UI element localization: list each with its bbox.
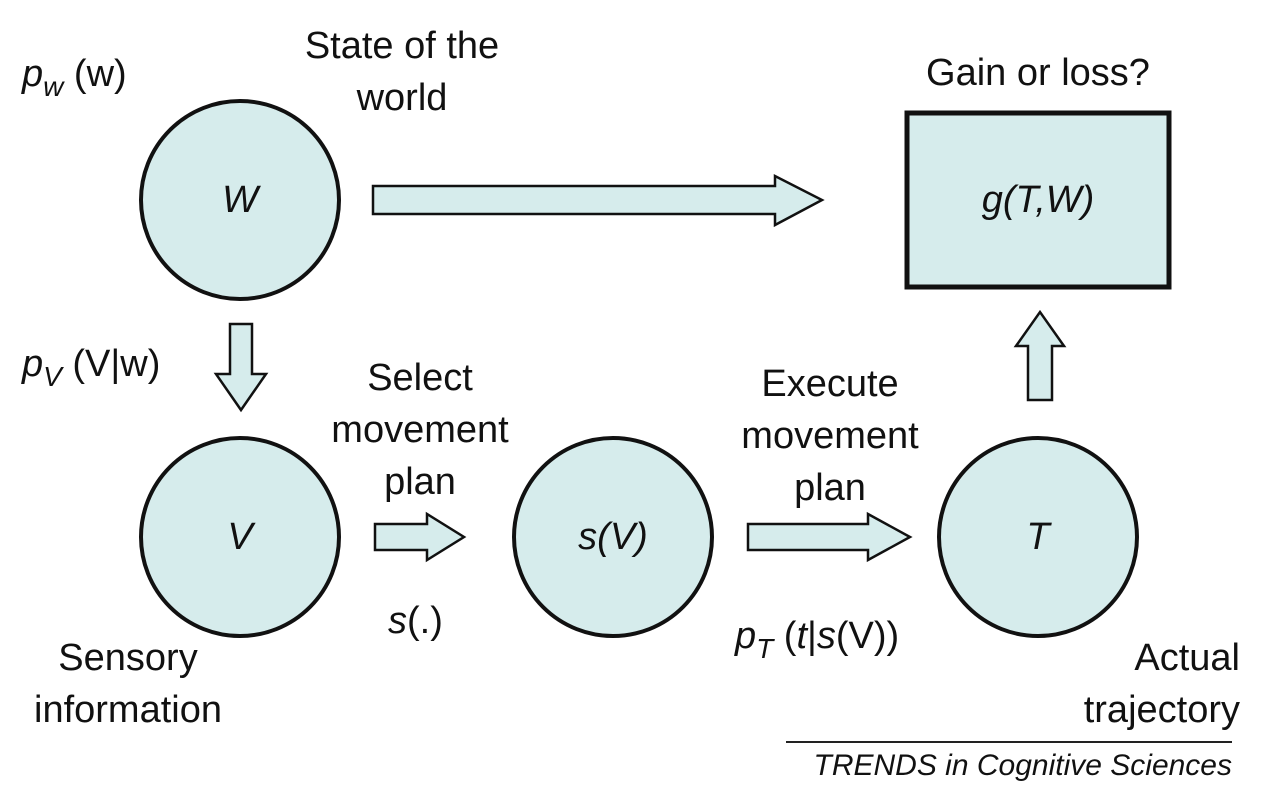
node-s-label: s(V) <box>578 516 648 558</box>
formula-pt-open: ( <box>773 615 797 657</box>
arrow-w-to-v <box>213 322 269 413</box>
formula-pt-s: s <box>816 615 836 657</box>
state-of-world-label: State of the world <box>304 25 500 119</box>
node-t-circle <box>937 436 1139 638</box>
formula-pt-p: p <box>735 615 757 657</box>
node-w-label: W <box>222 179 258 221</box>
formula-pw-rest: (w) <box>63 53 127 95</box>
node-s-circle <box>512 436 714 638</box>
execute-movement-plan-label: Execute movement plan <box>741 363 919 509</box>
formula-pt-bar: | <box>807 615 817 657</box>
arrow-t-to-g <box>1013 309 1067 402</box>
formula-pw-sub: w <box>43 71 64 102</box>
sensory-information-label: Sensory information <box>34 637 222 731</box>
node-v-circle <box>139 436 341 638</box>
node-t-label: T <box>1026 516 1050 558</box>
formula-pv-rest: (V|w) <box>61 343 161 385</box>
formula-pt-sub: T <box>756 633 774 664</box>
formula-pt: pT (t|s(V)) <box>735 610 899 675</box>
arrow-w-to-g <box>371 173 825 228</box>
formula-s-func-rest: (.) <box>407 600 443 642</box>
node-v-label: V <box>227 516 253 558</box>
node-w-circle <box>139 99 341 301</box>
footer-source: TRENDS in Cognitive Sciences <box>813 749 1233 782</box>
footer-rule <box>786 741 1232 743</box>
formula-pw: pw (w) <box>22 48 127 113</box>
formula-pw-p: p <box>22 53 44 95</box>
formula-pv: pV (V|w) <box>22 338 160 403</box>
arrow-v-to-s <box>373 511 467 563</box>
formula-pt-close: (V)) <box>835 615 900 657</box>
formula-pv-sub: V <box>43 361 62 392</box>
node-g-box <box>904 110 1172 290</box>
formula-s-func: s(.) <box>388 595 443 647</box>
formula-s-func-s: s <box>388 600 407 642</box>
gain-or-loss-label: Gain or loss? <box>926 52 1150 94</box>
actual-trajectory-label: Actual trajectory <box>1083 637 1240 731</box>
arrow-s-to-t <box>746 511 913 563</box>
node-g-label: g(T,W) <box>981 179 1095 221</box>
formula-pv-p: p <box>22 343 44 385</box>
select-movement-plan-label: Select movement plan <box>331 357 509 503</box>
formula-pt-t: t <box>796 615 808 657</box>
